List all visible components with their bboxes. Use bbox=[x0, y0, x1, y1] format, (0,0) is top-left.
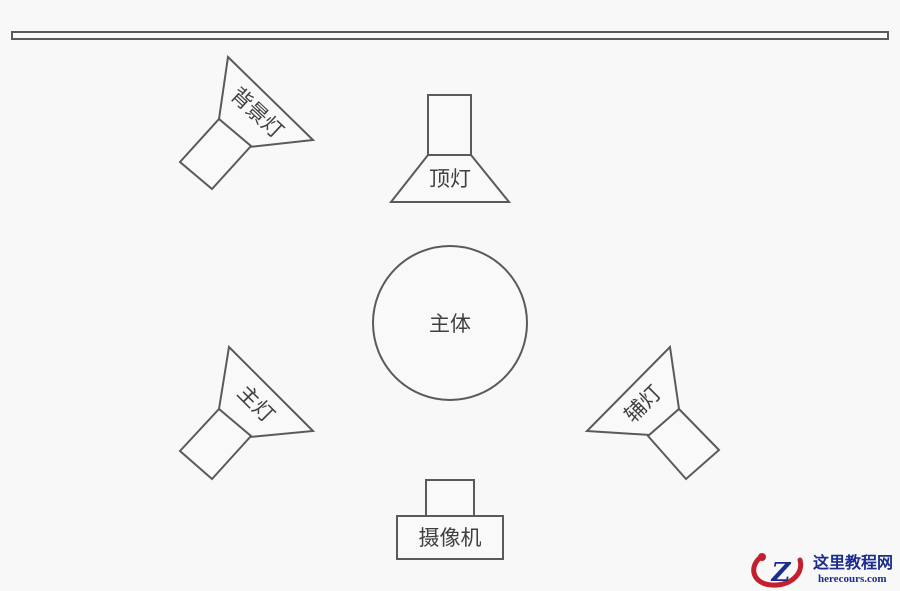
subject: 主体 bbox=[372, 245, 528, 401]
subject-label: 主体 bbox=[429, 313, 471, 336]
backlight-fixture: 背景灯 bbox=[178, 54, 316, 191]
camera-fixture: 摄像机 bbox=[396, 479, 504, 560]
toplight-fixture: 顶灯 bbox=[388, 94, 512, 203]
camera-lens bbox=[425, 479, 475, 517]
keylight-housing bbox=[178, 407, 253, 481]
camera-body bbox=[396, 515, 504, 560]
toplight-housing bbox=[427, 94, 472, 156]
watermark-site-url: herecours.com bbox=[818, 573, 887, 585]
watermark-site-name: 这里教程网 bbox=[813, 553, 893, 572]
backlight-housing bbox=[178, 117, 253, 191]
watermark-dot bbox=[758, 553, 766, 561]
toplight-label: 顶灯 bbox=[429, 168, 471, 191]
watermark: Z 这里教程网 herecours.com bbox=[751, 553, 893, 588]
filllight-fixture: 辅灯 bbox=[584, 344, 721, 481]
watermark-logo-letter: Z bbox=[771, 558, 792, 588]
subject-circle bbox=[372, 245, 528, 401]
keylight-fixture: 主灯 bbox=[178, 344, 316, 481]
filllight-housing bbox=[646, 407, 721, 481]
camera-label: 摄像机 bbox=[419, 527, 482, 550]
backdrop-wall bbox=[11, 31, 889, 40]
toplight-reflector bbox=[388, 154, 512, 203]
watermark-swoosh bbox=[751, 553, 804, 588]
